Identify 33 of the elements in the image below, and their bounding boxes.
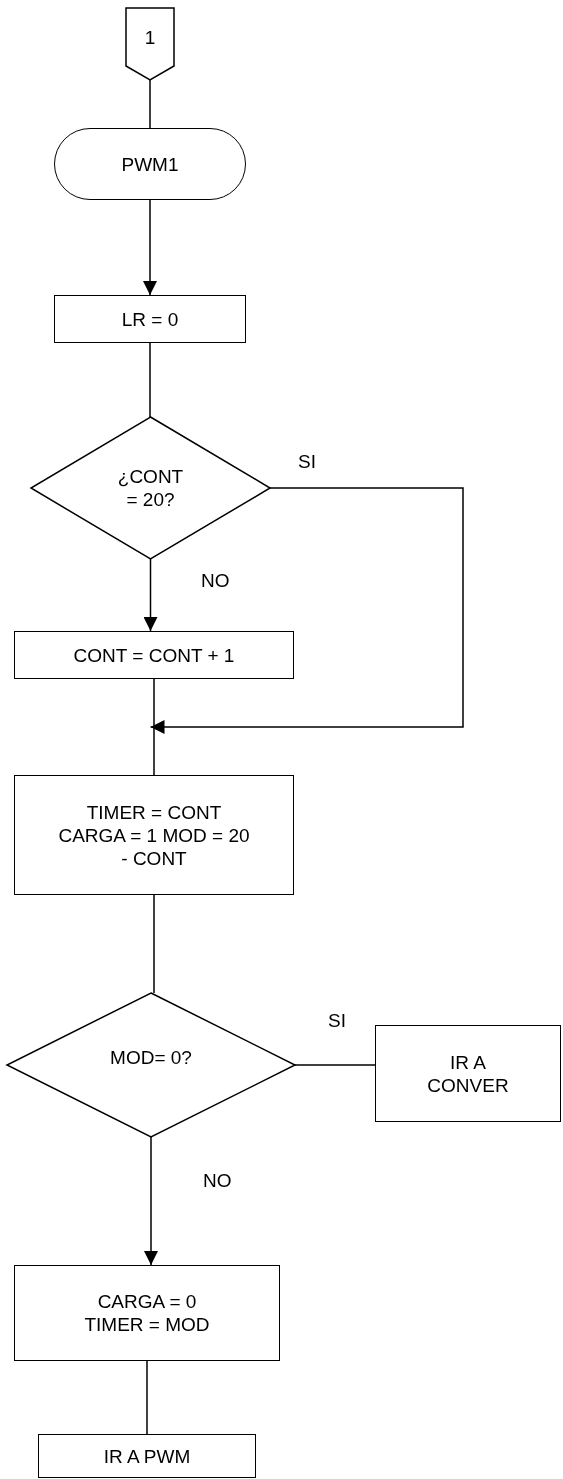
- connector-line: [153, 678, 155, 776]
- node-text: CONT = CONT + 1: [72, 643, 236, 667]
- offpage-connector: [126, 8, 174, 80]
- node-text: ¿CONT = 20?: [116, 465, 185, 511]
- process-box: [14, 631, 294, 679]
- connector-line: [143, 199, 157, 296]
- edge-label: SI: [327, 1012, 347, 1030]
- connector-line: [146, 1360, 148, 1435]
- process-box: [38, 1434, 256, 1478]
- node-text: IR A CONVER: [426, 1050, 510, 1097]
- node-text: CARGA = 0 TIMER = MOD: [83, 1290, 211, 1336]
- connector-line: [149, 342, 151, 418]
- node-text: TIMER = CONT CARGA = 1 MOD = 20 - CONT: [57, 800, 251, 870]
- node-text: 1: [143, 25, 157, 49]
- connector-line: [149, 79, 151, 129]
- edge-label: NO: [200, 572, 231, 590]
- process-box: [14, 1265, 280, 1361]
- connector-line: [153, 894, 155, 994]
- edge-label: SI: [297, 453, 317, 471]
- process-box: [375, 1025, 561, 1122]
- connector-line: [294, 1064, 376, 1066]
- decision-diamond: [7, 993, 295, 1137]
- edge-label: NO: [202, 1172, 233, 1190]
- connector-line: [143, 558, 158, 632]
- node-text: PWM1: [120, 152, 180, 176]
- process-box: [54, 295, 246, 343]
- decision-diamond: [31, 417, 270, 559]
- process-box: [14, 775, 294, 895]
- connector-line: [149, 487, 464, 734]
- node-text: IR A PWM: [102, 1444, 192, 1468]
- connector-line: [144, 1136, 158, 1266]
- node-text: LR = 0: [120, 307, 180, 331]
- node-text: MOD= 0?: [109, 1045, 193, 1069]
